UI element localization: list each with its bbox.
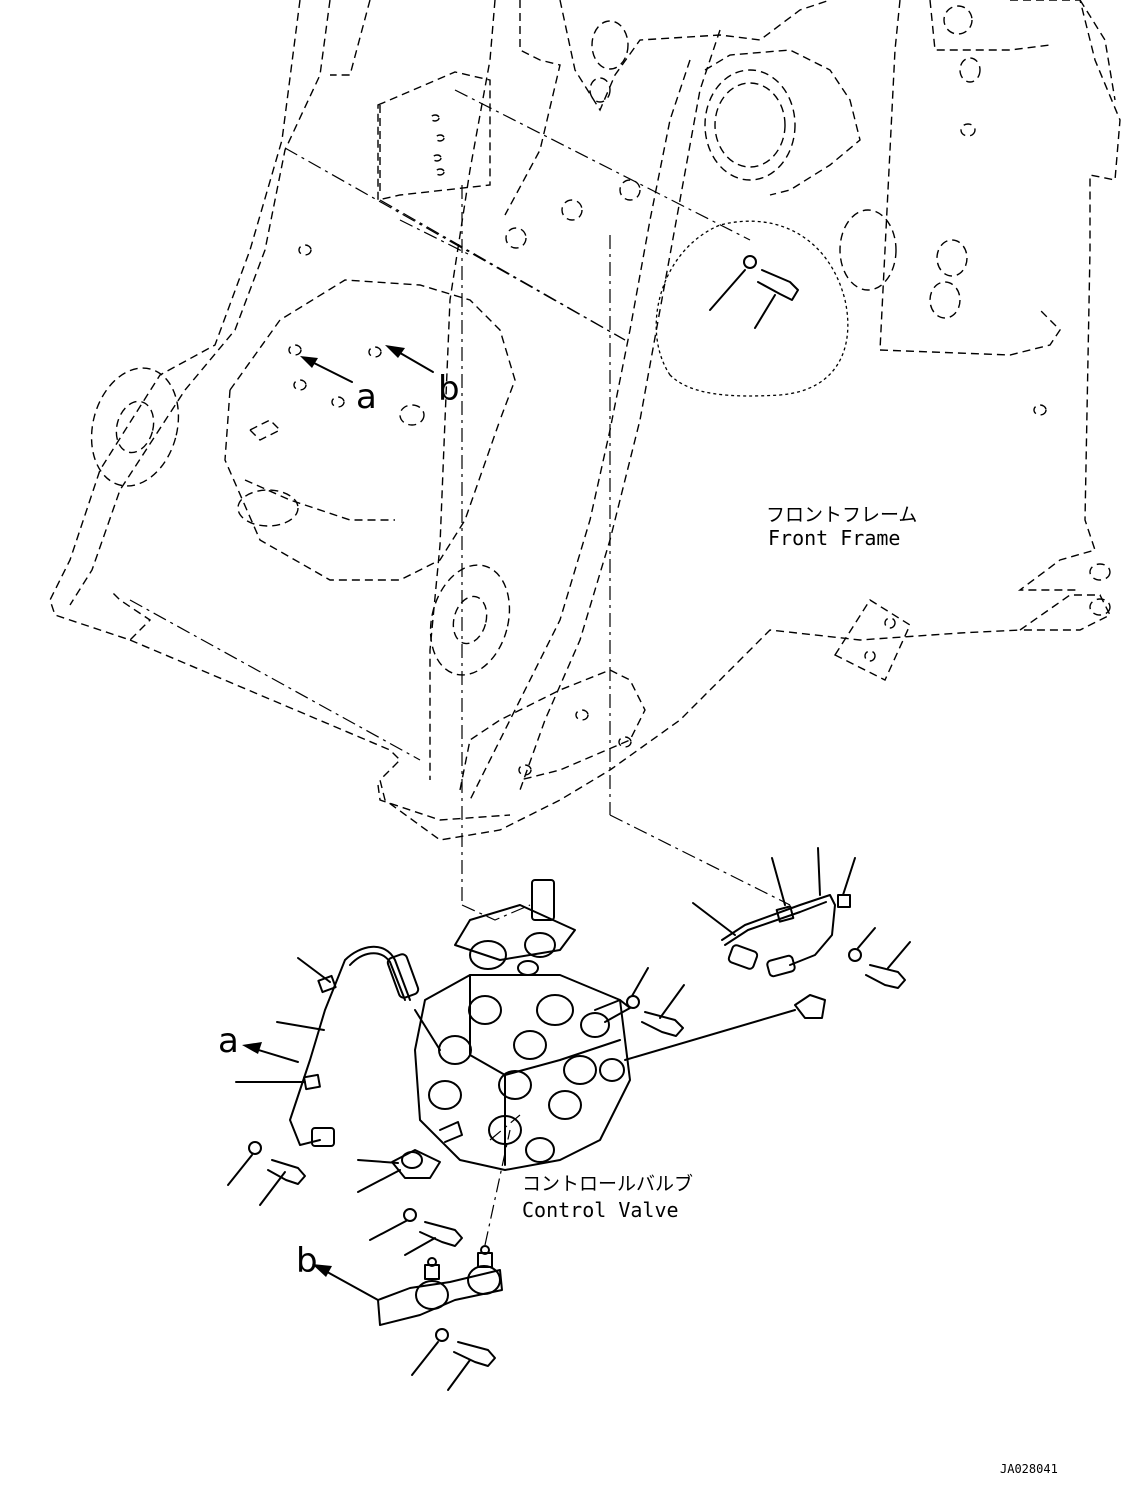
callout-b-frame: b bbox=[438, 369, 460, 409]
callout-a-valve: a bbox=[218, 1021, 239, 1061]
bolt-washer-upper bbox=[709, 255, 799, 329]
control-valve-label-jp: コントロールバルブ bbox=[522, 1172, 693, 1195]
ppc-bracket: b bbox=[296, 1241, 503, 1391]
left-harness: a bbox=[218, 945, 441, 1147]
center-lines bbox=[129, 89, 791, 1246]
callout-b-valve: b bbox=[296, 1241, 318, 1281]
front-frame-label-en: Front Frame bbox=[768, 526, 900, 550]
valve-bolts bbox=[227, 967, 685, 1256]
frame-callouts: a b bbox=[300, 345, 460, 417]
callout-a-frame: a bbox=[356, 377, 377, 417]
control-valve-label-en: Control Valve bbox=[522, 1198, 679, 1222]
drawing-number: JA028041 bbox=[1000, 1462, 1058, 1476]
front-frame-label-jp: フロントフレーム bbox=[766, 504, 917, 526]
control-valve bbox=[414, 879, 631, 1171]
front-frame-outline bbox=[49, 0, 1121, 841]
right-harness bbox=[624, 847, 911, 1061]
